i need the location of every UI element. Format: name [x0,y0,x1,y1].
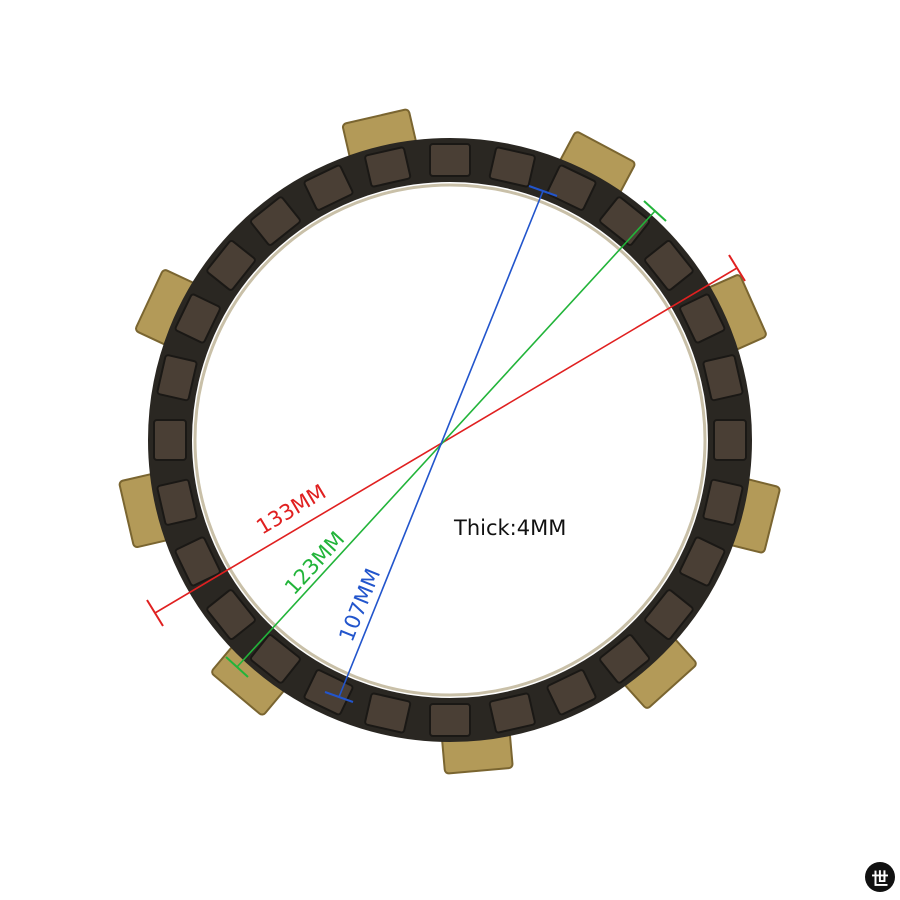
friction-pad [250,634,301,684]
thickness-label: Thick:4MM [453,516,566,540]
plate-tabs [118,108,781,775]
friction-pad [156,354,198,402]
friction-pad [429,703,471,737]
friction-pad [599,196,650,246]
friction-pad [250,196,301,246]
friction-pad [364,692,412,734]
friction-pad [488,692,536,734]
brand-logo: 世 [865,862,895,892]
friction-pad [303,164,354,211]
inner-edge [193,183,707,697]
friction-pad [679,536,726,587]
friction-ring [148,138,752,742]
friction-pad [206,240,256,291]
pad-diameter-line [225,200,667,678]
friction-pad [153,419,187,461]
inner-diameter-line [324,185,558,703]
inner-diameter-label: 107MM [334,565,385,645]
pad-diameter-label: 123MM [280,527,349,599]
friction-pad [644,240,694,291]
outer-diameter-label: 133MM [252,480,330,540]
friction-pad [206,589,256,640]
friction-pads [153,143,747,737]
friction-pad [174,536,221,587]
friction-pad [429,143,471,177]
friction-pad [546,164,597,211]
friction-pad [644,589,694,640]
friction-pad [713,419,747,461]
friction-pad [679,293,726,344]
friction-pad [488,146,536,188]
friction-ring-band [148,138,752,742]
friction-pad [364,146,412,188]
friction-pad [702,354,744,402]
friction-pad [599,634,650,684]
outer-diameter-line [146,254,746,627]
friction-pad [546,669,597,716]
friction-pad [156,478,198,526]
friction-pad [702,478,744,526]
friction-pad [174,293,221,344]
